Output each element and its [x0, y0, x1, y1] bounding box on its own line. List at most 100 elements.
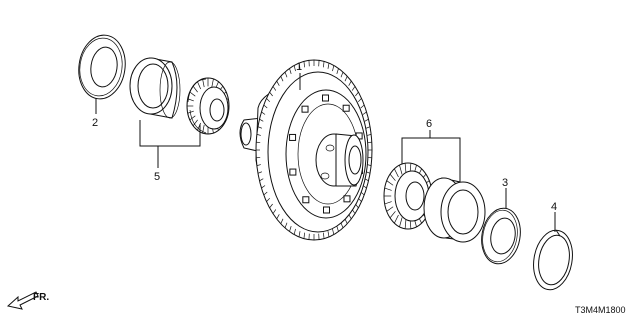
- gear-tooth: [367, 156, 372, 159]
- gear-tooth: [261, 185, 266, 189]
- bearing-roller: [386, 206, 394, 212]
- gear-tooth: [303, 232, 305, 239]
- part-4-snap-ring[interactable]: [529, 227, 577, 293]
- gear-tooth: [257, 171, 262, 174]
- part-3-shim-washer[interactable]: [477, 205, 524, 267]
- bearing-roller: [189, 115, 196, 121]
- gear-tooth: [269, 203, 273, 209]
- bearing-roller: [192, 119, 198, 127]
- gear-tooth: [269, 91, 273, 97]
- gear-tooth: [276, 214, 280, 220]
- gear-tooth: [298, 231, 301, 237]
- gear-tooth: [293, 228, 296, 235]
- diagram-code: T3M4M1800: [575, 305, 626, 315]
- gear-tooth: [360, 104, 365, 109]
- bearing-roller: [386, 180, 394, 186]
- callout-6: 6: [426, 118, 432, 130]
- bearing-roller: [211, 78, 214, 88]
- gear-tooth: [340, 71, 344, 78]
- ring-gear-bolt: [289, 168, 297, 176]
- callout-2: 2: [92, 117, 98, 129]
- gear-tooth: [266, 98, 271, 103]
- bearing-roller: [399, 165, 403, 175]
- gear-tooth: [364, 118, 369, 122]
- ring-gear-bolt: [322, 206, 330, 214]
- gear-tooth: [323, 232, 325, 239]
- bearing-roller: [389, 173, 396, 181]
- gear-tooth: [266, 197, 271, 202]
- gear-tooth: [256, 164, 261, 166]
- gear-tooth: [327, 63, 330, 69]
- bearing-roller: [189, 91, 196, 97]
- bearing-roller: [202, 124, 205, 134]
- callout-5: 5: [154, 171, 160, 183]
- callout-1: 1: [296, 61, 302, 73]
- gear-tooth: [336, 68, 339, 74]
- gear-tooth: [256, 134, 261, 136]
- gear-tooth: [298, 63, 301, 69]
- part-2-shim-washer[interactable]: [75, 32, 129, 102]
- part-1-differential-assembly[interactable]: [239, 59, 373, 241]
- bearing-roller: [404, 218, 407, 229]
- ring-gear-bolt: [301, 105, 309, 113]
- gear-tooth: [367, 141, 372, 144]
- gear-tooth: [332, 65, 335, 72]
- gear-tooth: [276, 80, 280, 86]
- front-direction-arrow: [6, 291, 39, 310]
- ring-gear-bolt: [343, 195, 351, 203]
- ring-gear-bolt: [322, 94, 330, 102]
- gear-tooth: [357, 98, 362, 103]
- gear-tooth: [289, 226, 292, 232]
- part-5-tapered-roller-bearing[interactable]: [186, 77, 230, 135]
- gear-tooth: [366, 126, 371, 129]
- gear-tooth: [272, 86, 277, 91]
- bearing-roller: [394, 168, 399, 178]
- gear-tooth: [256, 156, 261, 159]
- bearing-roller: [187, 98, 194, 102]
- callout-4: 4: [551, 201, 557, 213]
- gear-tooth: [327, 231, 330, 237]
- gear-tooth: [355, 91, 359, 97]
- gear-tooth: [293, 65, 296, 72]
- bearing-roller: [394, 214, 399, 224]
- bearing-roller: [197, 81, 201, 90]
- gear-tooth: [362, 111, 367, 115]
- callout-3: 3: [502, 177, 508, 189]
- part-6-bearing-outer-race[interactable]: [423, 177, 486, 243]
- gear-tooth: [303, 61, 305, 68]
- gear-tooth: [284, 222, 288, 229]
- bearing-roller: [202, 78, 205, 88]
- gear-tooth: [256, 141, 261, 144]
- gear-tooth: [259, 178, 264, 182]
- bearing-roller: [384, 187, 392, 191]
- bearing-roller: [404, 163, 407, 174]
- bearing-roller: [187, 110, 194, 114]
- ring-gear-bolt: [342, 104, 350, 112]
- gear-tooth: [344, 76, 348, 82]
- gear-tooth: [272, 209, 277, 214]
- gear-tooth: [351, 86, 356, 91]
- ring-gear-bolt: [302, 196, 310, 204]
- gear-tooth: [367, 134, 372, 136]
- gear-tooth: [263, 104, 268, 109]
- gear-tooth: [348, 80, 352, 86]
- gear-tooth: [259, 118, 264, 122]
- bearing-roller: [192, 85, 198, 93]
- direction-label: FR.: [33, 292, 49, 303]
- bearing-roller: [399, 217, 403, 227]
- gear-tooth: [280, 76, 284, 82]
- gear-tooth: [257, 126, 262, 129]
- bearing-roller: [389, 211, 396, 219]
- gear-tooth: [284, 71, 288, 78]
- gear-tooth: [323, 61, 325, 68]
- part-6-tapered-roller-bearing[interactable]: [383, 162, 433, 230]
- bearing-roller: [384, 201, 392, 205]
- gear-tooth: [289, 68, 292, 74]
- gear-tooth: [263, 191, 268, 196]
- gear-tooth: [332, 228, 335, 235]
- gear-tooth: [280, 218, 284, 224]
- ring-gear-bolt: [289, 133, 297, 141]
- gear-tooth: [336, 226, 339, 232]
- part-5-bearing-outer-race[interactable]: [129, 57, 181, 119]
